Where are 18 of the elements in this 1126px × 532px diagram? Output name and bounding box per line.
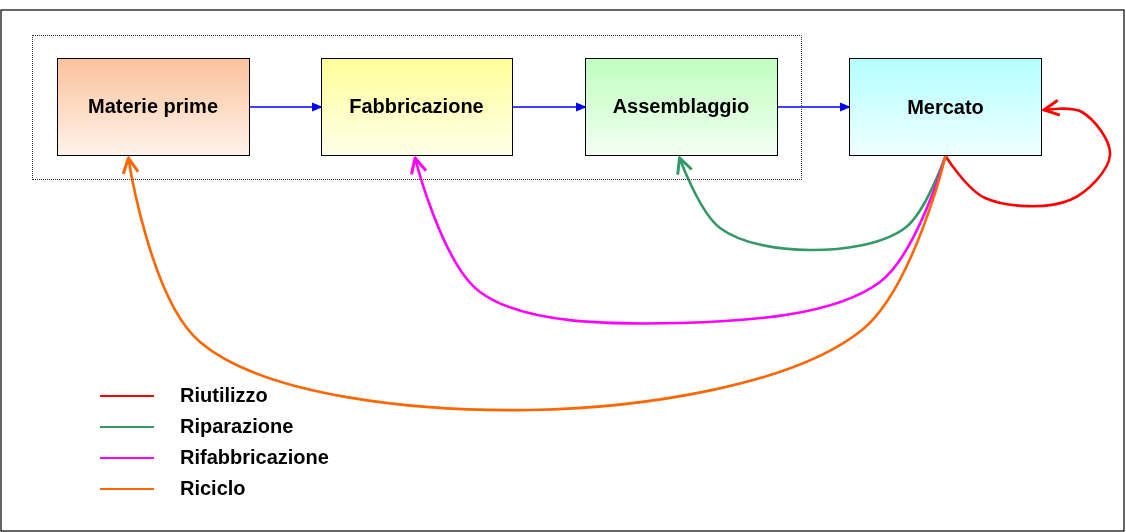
arrow — [944, 98, 1112, 208]
node-label: Materie prime — [87, 95, 219, 118]
legend-label: Riciclo — [180, 477, 246, 500]
arrow — [777, 102, 851, 112]
process-box — [320, 57, 513, 156]
node-label: Fabbricazione — [349, 95, 484, 118]
arrow — [121, 155, 947, 412]
legend-label: Rifabbricazione — [180, 446, 329, 469]
group-frame — [32, 35, 802, 180]
legend-label: Riutilizzo — [180, 384, 268, 407]
process-box — [849, 58, 1042, 156]
node-label: Assemblaggio — [612, 95, 750, 118]
process-box — [56, 57, 250, 156]
arrow — [249, 102, 323, 112]
node-label: Mercato — [907, 95, 984, 119]
arrow — [512, 102, 587, 112]
process-box — [584, 57, 778, 156]
legend-label: Riparazione — [180, 415, 294, 438]
